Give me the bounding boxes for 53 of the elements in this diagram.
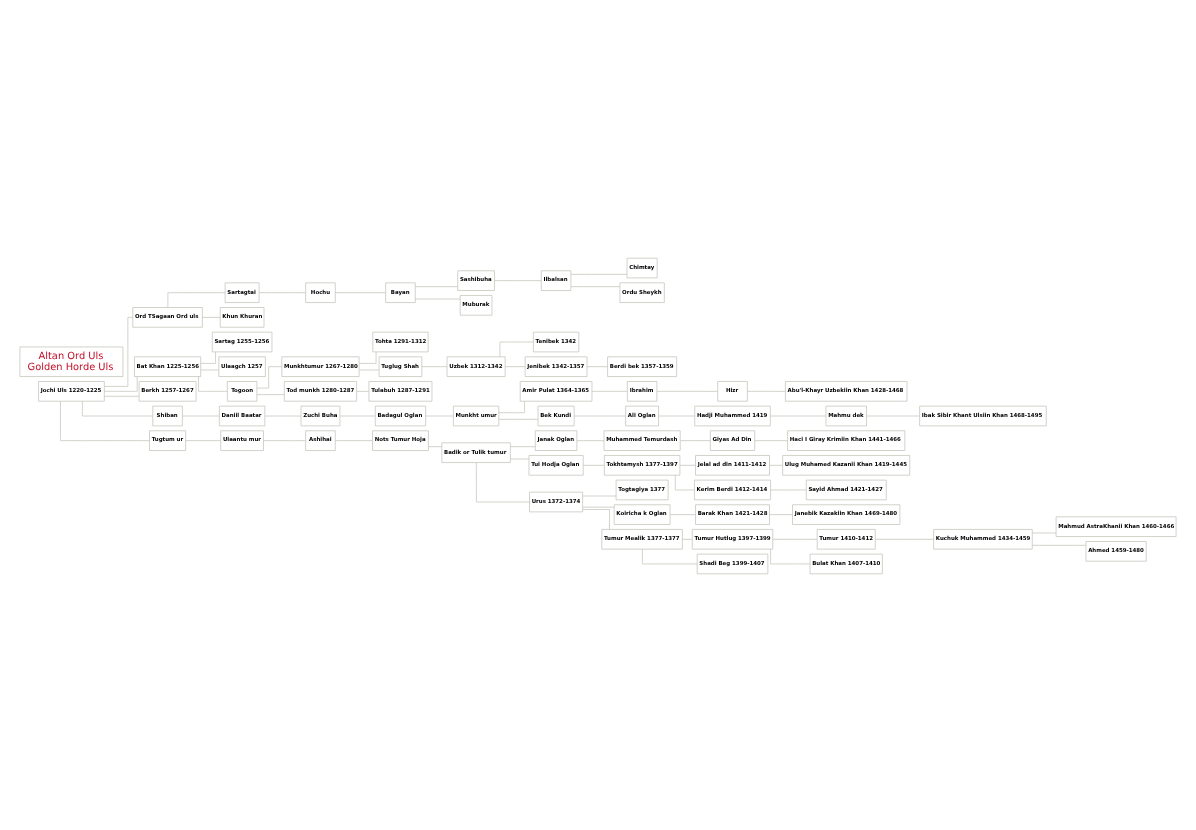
connector — [754, 439, 788, 441]
connector — [656, 389, 719, 391]
connector — [680, 439, 711, 441]
connector — [415, 285, 459, 287]
connector — [679, 463, 696, 465]
connector — [498, 399, 525, 413]
connector — [200, 350, 216, 363]
connector — [1031, 543, 1087, 545]
connector — [769, 513, 793, 515]
connector — [263, 439, 306, 441]
connector — [185, 439, 222, 441]
connector — [421, 365, 448, 367]
connector — [202, 315, 221, 317]
connector — [1031, 531, 1057, 533]
connector — [358, 350, 377, 363]
connector — [494, 279, 542, 281]
connector — [356, 389, 370, 391]
connector — [167, 291, 226, 307]
connector — [198, 375, 228, 391]
connector — [104, 394, 140, 396]
connector — [570, 272, 628, 274]
connector — [570, 285, 621, 287]
connector — [591, 389, 628, 391]
connector — [772, 537, 818, 539]
connector — [498, 417, 539, 419]
connector — [874, 537, 934, 539]
connector — [582, 508, 610, 529]
connector — [428, 445, 443, 447]
connector — [104, 315, 134, 386]
connector — [256, 393, 285, 395]
connector — [103, 375, 138, 391]
connector — [256, 365, 283, 388]
connector — [60, 399, 150, 441]
connector — [586, 365, 608, 367]
connector — [674, 473, 695, 490]
connector — [334, 439, 373, 441]
connector — [582, 463, 605, 465]
connector — [475, 461, 530, 502]
connector — [81, 399, 154, 416]
connector — [576, 439, 605, 441]
connector — [582, 505, 615, 507]
connector — [258, 291, 307, 293]
connector — [669, 513, 696, 515]
connector — [504, 365, 526, 367]
connector — [747, 389, 786, 391]
connector — [334, 291, 386, 293]
connector — [510, 457, 530, 459]
connector — [510, 445, 536, 447]
connector — [770, 547, 811, 564]
connector — [499, 340, 534, 357]
connector — [769, 463, 783, 465]
connector — [641, 547, 698, 564]
connector — [682, 537, 693, 539]
